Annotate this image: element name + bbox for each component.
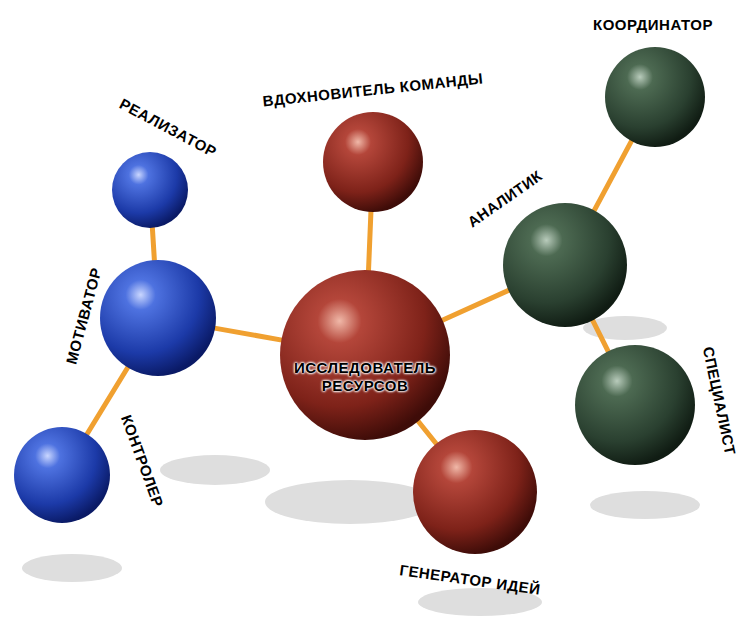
- bond-line: [213, 328, 283, 341]
- role-sphere: АНАЛИТИК: [503, 203, 627, 327]
- role-label: КООРДИНАТОР: [593, 16, 713, 34]
- role-sphere: ГЕНЕРАТОР ИДЕЙ: [413, 430, 537, 554]
- bond-line: [368, 210, 371, 272]
- role-label: РЕАЛИЗАТОР: [116, 95, 219, 161]
- role-sphere: КООРДИНАТОР: [605, 47, 705, 147]
- bond-line: [592, 319, 609, 353]
- role-label: СПЕЦИАЛИСТ: [699, 345, 740, 457]
- sphere-shape: [280, 270, 450, 440]
- role-sphere: ИССЛЕДОВАТЕЛЬ РЕСУРСОВ: [280, 270, 450, 440]
- role-sphere: РЕАЛИЗАТОР: [112, 152, 188, 228]
- sphere-shape: [413, 430, 537, 554]
- sphere-shape: [605, 47, 705, 147]
- sphere-shape: [112, 152, 188, 228]
- sphere-shape: [14, 427, 110, 523]
- role-sphere: МОТИВАТОР: [100, 260, 216, 376]
- bond-line: [417, 420, 437, 445]
- role-label: КОНТРОЛЕР: [117, 412, 167, 509]
- role-label: ИССЛЕДОВАТЕЛЬ РЕСУРСОВ: [290, 359, 440, 395]
- sphere-shape: [323, 112, 423, 212]
- bond-line: [593, 139, 632, 212]
- role-sphere: ВДОХНОВИТЕЛЬ КОМАНДЫ: [323, 112, 423, 212]
- role-label: МОТИВАТОР: [62, 266, 105, 367]
- sphere-shape: [503, 203, 627, 327]
- sphere-shape: [575, 345, 695, 465]
- role-sphere: СПЕЦИАЛИСТ: [575, 345, 695, 465]
- bond-line: [152, 226, 154, 262]
- role-sphere: КОНТРОЛЕР: [14, 427, 110, 523]
- sphere-shape: [100, 260, 216, 376]
- role-label: ВДОХНОВИТЕЛЬ КОМАНДЫ: [262, 69, 484, 110]
- bond-line: [441, 290, 511, 321]
